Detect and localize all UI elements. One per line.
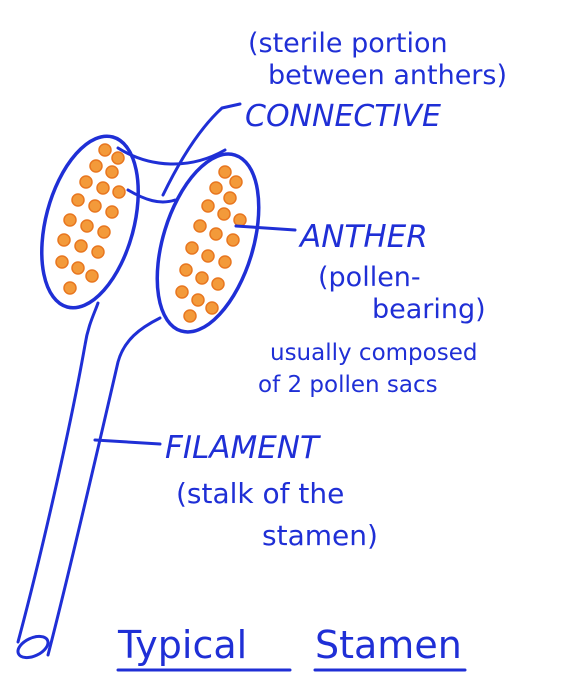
pollen-grain	[86, 270, 98, 282]
pollen-grain	[184, 310, 196, 322]
connective-leader	[163, 104, 240, 195]
right-anther	[138, 142, 278, 344]
pollen-grain	[202, 250, 214, 262]
filament-right-edge	[48, 318, 160, 655]
pollen-grain	[194, 220, 206, 232]
filament-note-line1: (stalk of the	[176, 477, 344, 510]
filament-leader	[95, 440, 160, 444]
pollen-grain	[219, 166, 231, 178]
pollen-grain	[224, 192, 236, 204]
pollen-grain	[234, 214, 246, 226]
pollen-grain	[89, 200, 101, 212]
anther-note-line1: (pollen-	[318, 262, 421, 293]
pollen-grain	[212, 278, 224, 290]
connective-note-line1: (sterile portion	[248, 28, 448, 59]
pollen-grain	[98, 226, 110, 238]
pollen-grain	[72, 194, 84, 206]
pollen-grain	[64, 282, 76, 294]
title-word-stamen: Stamen	[315, 623, 462, 667]
right-pollen-grains	[176, 166, 246, 322]
pollen-grain	[202, 200, 214, 212]
title-word-typical: Typical	[117, 623, 247, 667]
pollen-grain	[80, 176, 92, 188]
right-anther-outline	[138, 142, 278, 344]
filament-left-edge	[18, 303, 98, 642]
pollen-grain	[113, 186, 125, 198]
pollen-grain	[176, 286, 188, 298]
filament-note-line2: stamen)	[262, 519, 378, 552]
pollen-grain	[56, 256, 68, 268]
pollen-grain	[90, 160, 102, 172]
labels: (sterile portion between anthers) CONNEC…	[117, 28, 507, 670]
pollen-grain	[92, 246, 104, 258]
pollen-grain	[112, 152, 124, 164]
anther-detail-line1: usually composed	[270, 340, 477, 366]
pollen-grain	[106, 166, 118, 178]
pollen-grain	[210, 182, 222, 194]
pollen-grain	[106, 206, 118, 218]
anther-leader	[236, 226, 295, 230]
connective-body	[128, 190, 175, 202]
pollen-grain	[219, 256, 231, 268]
anther-label: ANTHER	[298, 219, 428, 255]
left-anther	[25, 126, 156, 319]
pollen-grain	[99, 144, 111, 156]
pollen-grain	[230, 176, 242, 188]
pollen-grain	[58, 234, 70, 246]
pollen-grain	[192, 294, 204, 306]
pollen-grain	[227, 234, 239, 246]
pollen-grain	[180, 264, 192, 276]
pollen-grain	[210, 228, 222, 240]
filament-label: FILAMENT	[165, 430, 321, 466]
anther-note-line2: bearing)	[372, 294, 486, 325]
pollen-grain	[81, 220, 93, 232]
pollen-grain	[206, 302, 218, 314]
pollen-grain	[64, 214, 76, 226]
connective-note-line2: between anthers)	[268, 60, 507, 91]
pollen-grain	[97, 182, 109, 194]
pollen-grain	[72, 262, 84, 274]
pollen-grain	[75, 240, 87, 252]
anther-detail-line2: of 2 pollen sacs	[258, 372, 438, 398]
pollen-grain	[218, 208, 230, 220]
pollen-grain	[186, 242, 198, 254]
connective-label: CONNECTIVE	[245, 99, 441, 134]
pollen-grain	[196, 272, 208, 284]
